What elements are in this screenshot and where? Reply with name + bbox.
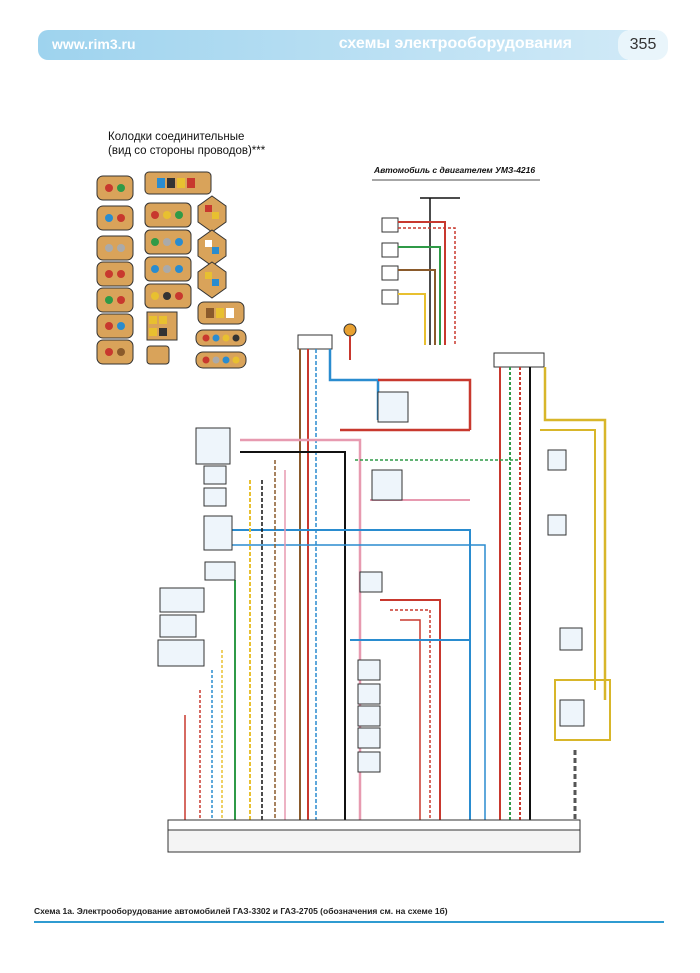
sensor-b70	[203, 487, 227, 507]
relay-k8	[359, 571, 383, 593]
site-name[interactable]: www.rim3.ru	[52, 36, 136, 52]
relay-k6	[371, 469, 403, 501]
sensor-b75	[159, 587, 205, 613]
injector-y21	[357, 683, 381, 705]
sensor-b91	[157, 639, 205, 667]
sensor-b64	[203, 465, 227, 485]
injector-y20	[357, 705, 381, 727]
coil-t1	[547, 449, 567, 471]
caption-rule	[34, 921, 664, 923]
connectors-title-line2: (вид со стороны проводов)***	[108, 145, 266, 157]
page-number: 355	[618, 30, 668, 60]
page-header: www.rim3.ru схемы электрооборудования 35…	[38, 30, 668, 60]
fuel-pump-motor	[343, 323, 357, 337]
injector-box-4	[381, 289, 399, 305]
plug-x51	[297, 334, 333, 350]
sensor-b15	[203, 515, 233, 551]
header-bar: www.rim3.ru схемы электрооборудования	[38, 30, 628, 60]
terminal-block-x23	[167, 819, 581, 853]
figure-caption: Схема 1а. Электрооборудование автомобиле…	[34, 906, 448, 916]
engine-label: Автомобиль с двигателем УМЗ-4216	[374, 165, 536, 175]
connectors-title-line1: Колодки соединительные	[108, 131, 245, 143]
relay-k5	[377, 391, 409, 423]
plug-x53	[493, 352, 545, 368]
connectors-title: Колодки соединительные (вид со стороны п…	[108, 130, 265, 158]
sensor-b82	[204, 561, 236, 581]
coil-t2	[547, 514, 567, 536]
injector-box-3	[381, 265, 399, 281]
connector-multipin-column	[144, 171, 212, 365]
engine-harness	[372, 179, 540, 345]
section-title: схемы электрооборудования	[338, 35, 572, 52]
connector-icons	[96, 171, 247, 369]
connector-round-column	[96, 175, 134, 365]
injector-box-1	[381, 217, 399, 233]
injector-y19	[357, 727, 381, 749]
connector-diamond-column	[195, 195, 247, 369]
relay-k2	[559, 699, 585, 727]
sensor-b77	[195, 427, 231, 465]
injector-y22	[357, 659, 381, 681]
relay-k1	[559, 627, 583, 651]
injector-y18	[357, 751, 381, 773]
sensor-b74	[159, 614, 197, 638]
injector-box-2	[381, 242, 399, 258]
